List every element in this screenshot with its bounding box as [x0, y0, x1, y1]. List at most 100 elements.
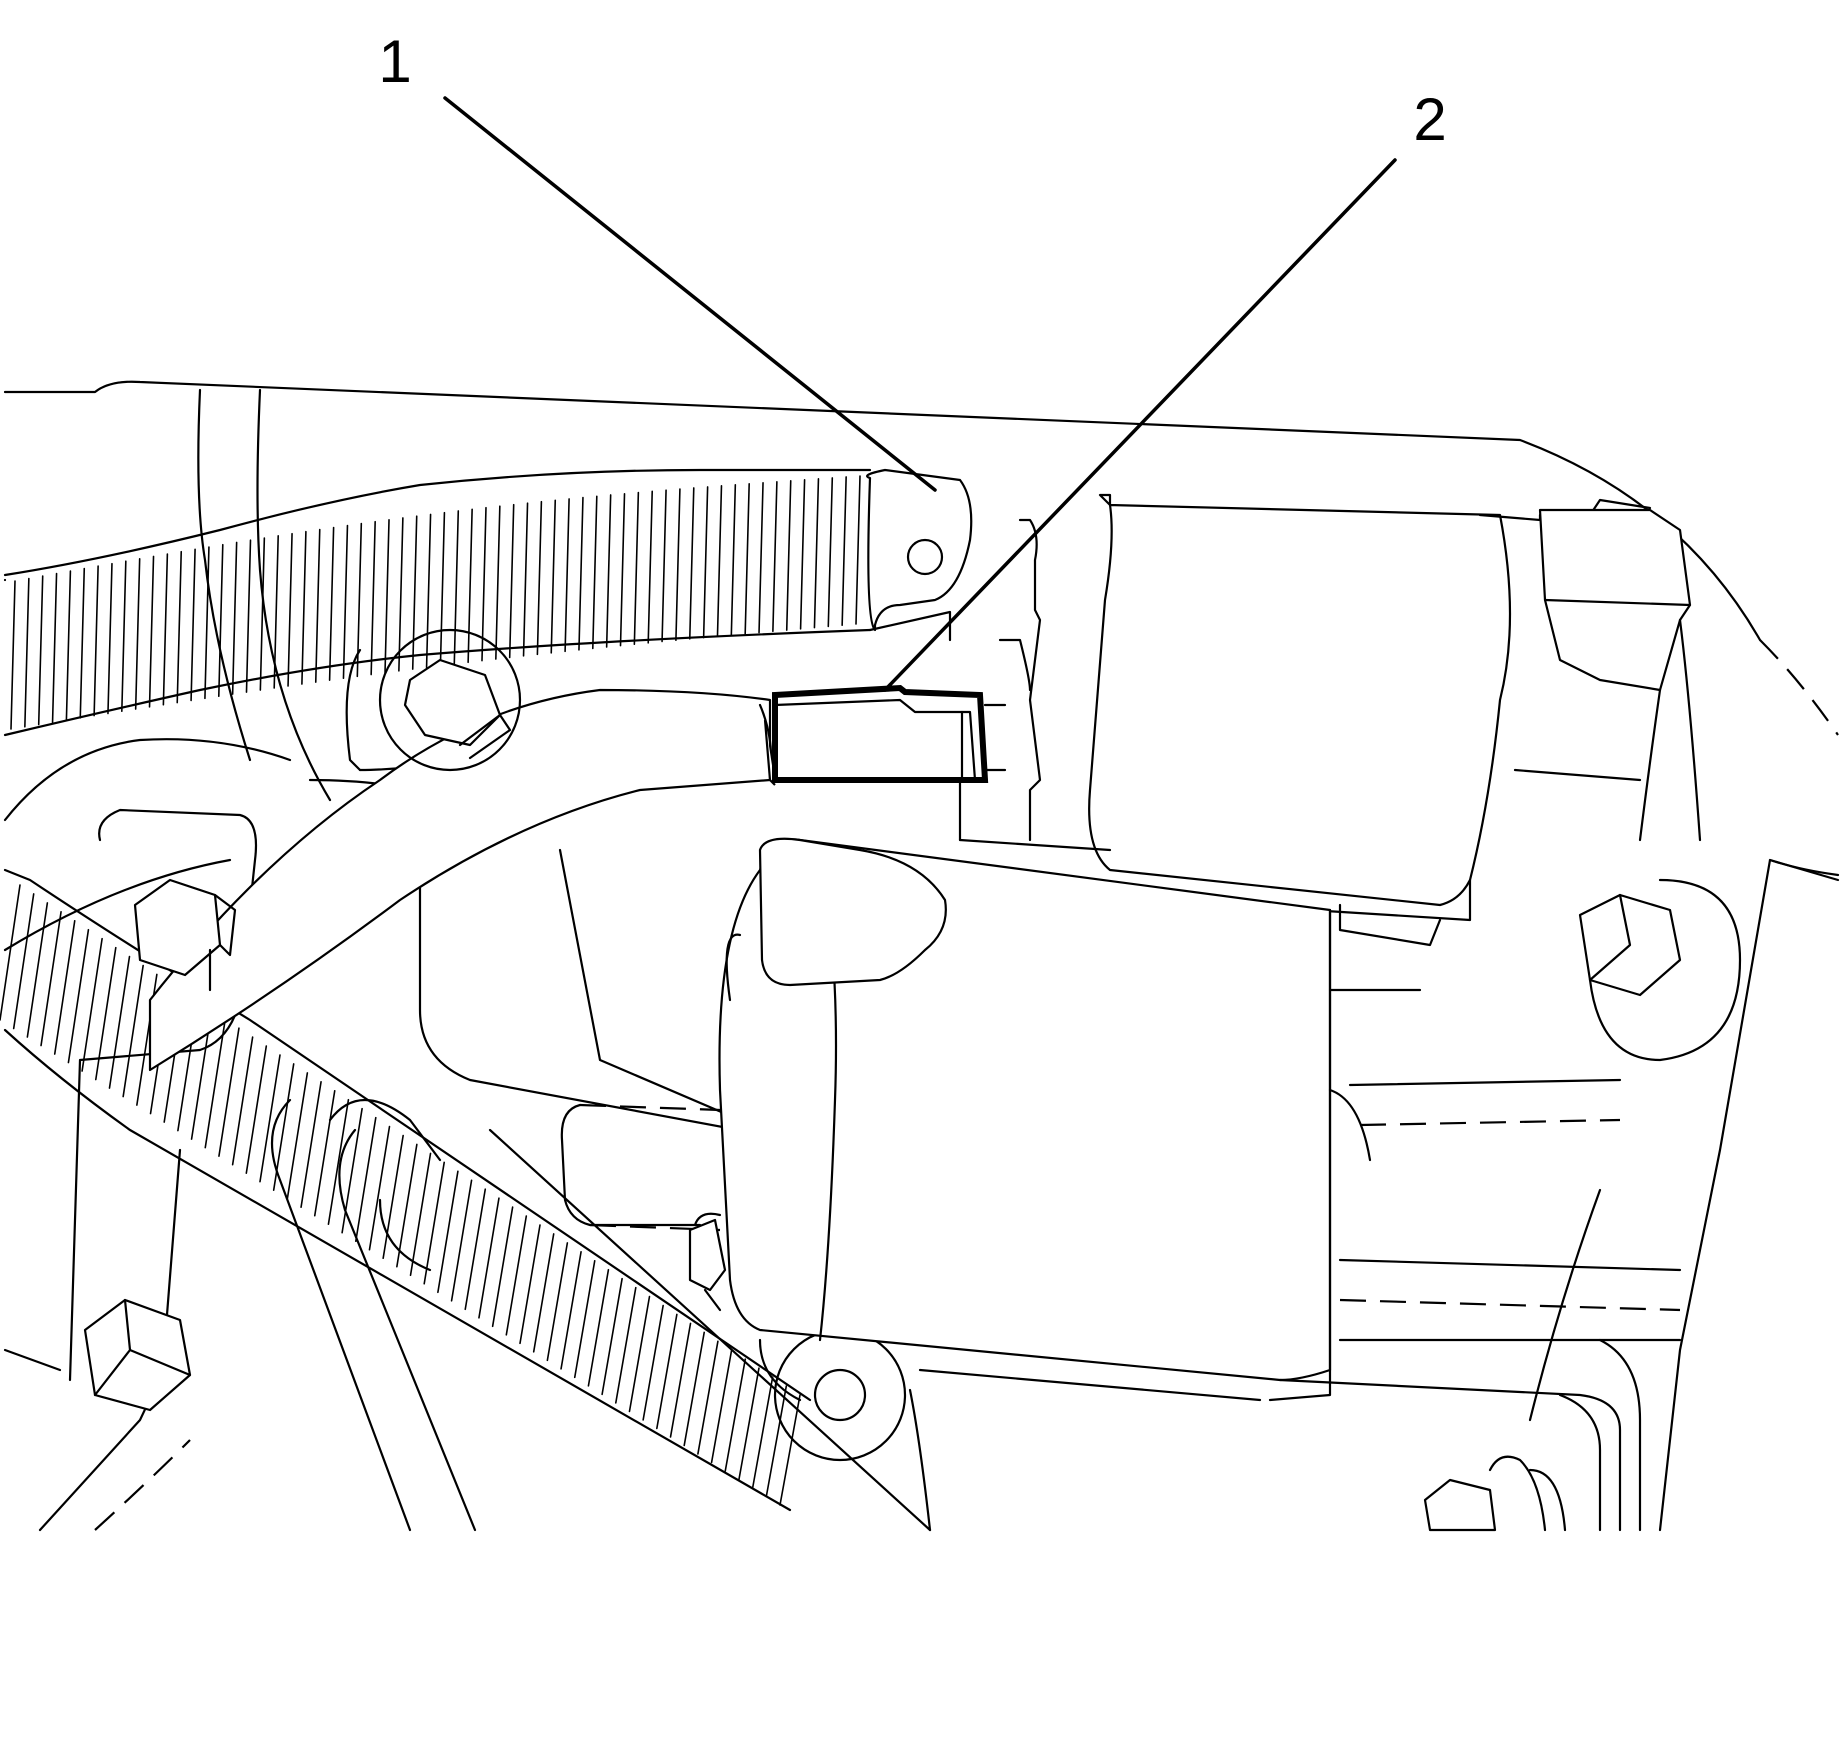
- harness-rib: [301, 530, 307, 685]
- harness-rib: [37, 575, 44, 726]
- harness-rib: [425, 513, 432, 669]
- harness-rib: [354, 1116, 377, 1243]
- washer-bottom: [773, 1328, 907, 1462]
- harness-rib: [744, 482, 750, 635]
- harness-rib: [134, 558, 141, 710]
- harness-rib: [799, 479, 806, 630]
- harness-rib: [614, 1286, 637, 1404]
- harness-rib: [327, 1098, 350, 1226]
- harness-rib: [94, 946, 117, 1081]
- harness-rib: [314, 528, 321, 683]
- motor-left-features: [560, 933, 742, 1312]
- harness-rib: [758, 481, 764, 634]
- harness-rib: [683, 1331, 706, 1447]
- harness-rib: [79, 567, 86, 719]
- harness-rib: [272, 1063, 295, 1191]
- callout-2-label: 2: [1413, 86, 1446, 153]
- callout-2: 2: [883, 86, 1447, 692]
- harness-rib: [356, 522, 363, 678]
- harness-rib: [93, 565, 99, 717]
- harness-rib: [855, 475, 861, 625]
- harness-rib: [710, 1349, 733, 1464]
- harness-rib: [491, 1206, 514, 1328]
- harness-rib: [578, 496, 584, 651]
- harness-rib: [675, 488, 681, 641]
- harness-rib: [259, 537, 266, 691]
- harness-rib: [738, 1367, 760, 1481]
- harness-rib: [697, 1340, 719, 1455]
- harness-rib: [204, 1018, 227, 1149]
- callout-1-label: 1: [378, 28, 411, 95]
- harness-rib: [467, 508, 473, 664]
- harness-rib: [647, 490, 654, 644]
- harness-rib: [245, 1045, 268, 1174]
- harness-rib: [176, 550, 183, 704]
- harness-rib: [730, 483, 737, 636]
- harness-rib: [370, 520, 376, 676]
- harness-rib: [633, 491, 640, 646]
- bolt-right: [1578, 878, 1742, 1062]
- callout-1: 1: [378, 28, 937, 492]
- harness-rib: [827, 477, 834, 628]
- harness-rib: [519, 1224, 541, 1345]
- bottom-frame: [758, 1338, 1262, 1532]
- harness-rib: [51, 572, 58, 724]
- harness-rib: [341, 1107, 363, 1234]
- harness-rib: [661, 489, 667, 643]
- harness-rib: [841, 476, 847, 627]
- harness-rib: [411, 515, 418, 670]
- harness-rib: [592, 495, 598, 650]
- harness-rib: [300, 1081, 322, 1208]
- harness-rib: [813, 478, 820, 629]
- harness-rib: [231, 541, 238, 695]
- harness-rib: [368, 1125, 391, 1251]
- harness-rib: [495, 505, 501, 660]
- harness-rib: [550, 499, 557, 654]
- lower-corrugated-harness: [0, 868, 812, 1512]
- harness-rib: [162, 553, 169, 706]
- harness-rib: [785, 479, 792, 631]
- harness-rib: [605, 494, 612, 648]
- harness-rib: [231, 1036, 254, 1166]
- harness-rib: [779, 1394, 801, 1506]
- harness-rib: [53, 919, 76, 1055]
- harness-rib: [573, 1259, 596, 1379]
- harness-rib: [409, 1152, 432, 1277]
- ring-terminal: [866, 468, 973, 642]
- harness-rib: [396, 1143, 418, 1268]
- harness-rib: [148, 555, 155, 708]
- harness-rib: [536, 500, 543, 656]
- harness-rib: [724, 1358, 747, 1472]
- harness-rib: [81, 937, 103, 1072]
- harness-rib: [273, 535, 279, 689]
- harness-rib: [546, 1242, 569, 1362]
- harness-rib: [286, 1072, 309, 1200]
- harness-rib: [439, 511, 446, 667]
- harness-rib: [245, 539, 252, 693]
- callout-2-leader: [883, 158, 1397, 692]
- starter-solenoid: [958, 493, 1702, 947]
- harness-rib: [218, 1027, 240, 1157]
- harness-rib: [398, 517, 404, 672]
- bolt-left: [133, 878, 237, 992]
- harness-rib: [601, 1277, 623, 1396]
- harness-rib: [313, 1089, 336, 1217]
- harness-rib: [481, 506, 487, 662]
- harness-rib: [453, 510, 460, 665]
- harness-rib: [508, 503, 515, 659]
- harness-rib: [716, 485, 723, 638]
- harness-rib: [287, 532, 293, 687]
- upper-corrugated-harness: [3, 468, 872, 737]
- harness-rib: [587, 1268, 610, 1387]
- harness-rib: [328, 526, 335, 681]
- harness-rib: [122, 964, 144, 1098]
- harness-rib: [688, 487, 695, 640]
- harness-rib: [532, 1233, 555, 1353]
- harness-rib: [67, 928, 90, 1064]
- harness-rib: [382, 1134, 404, 1260]
- harness-rib: [259, 1054, 281, 1183]
- harness-rib: [423, 1161, 446, 1285]
- callout-1-leader: [443, 96, 937, 492]
- harness-rib: [26, 902, 49, 1038]
